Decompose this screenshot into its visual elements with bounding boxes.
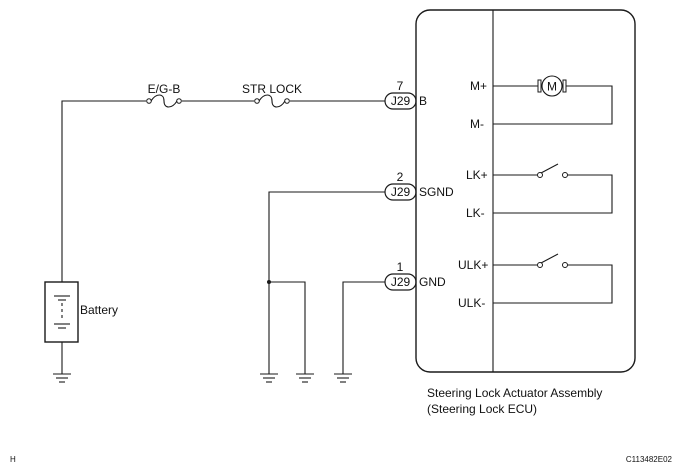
battery: Battery	[44, 281, 118, 374]
pin-number-1: 1	[397, 260, 404, 274]
terminal-m-plus: M+	[470, 79, 487, 93]
footer-left: H	[10, 455, 16, 464]
fuse-egb-label: E/G-B	[148, 82, 181, 96]
switch-icon	[537, 253, 568, 268]
terminal-m-minus: M-	[470, 117, 484, 131]
terminal-lk-plus: LK+	[466, 168, 488, 182]
terminal-b-label: B	[419, 94, 427, 108]
ground-symbol-battery	[53, 373, 71, 383]
fuse-str-lock: STR LOCK	[242, 82, 302, 108]
terminal-ulk-minus: ULK-	[458, 296, 485, 310]
unlock-switch-circuit: ULK+ ULK-	[458, 253, 613, 310]
ground-symbol-gnd	[334, 373, 352, 383]
pin-number-7: 7	[397, 79, 404, 93]
ground-symbol-sgnd-1	[260, 373, 278, 383]
ecu-caption-line2: (Steering Lock ECU)	[427, 402, 537, 416]
terminal-sgnd-label: SGND	[419, 185, 454, 199]
terminal-gnd-label: GND	[419, 275, 446, 289]
ecu-outline	[415, 9, 636, 373]
figure-code: C113482E02	[626, 455, 673, 464]
motor-symbol: M	[547, 80, 557, 94]
fuse-egb: E/G-B	[146, 82, 182, 108]
terminal-lk-minus: LK-	[466, 206, 485, 220]
terminal-ulk-plus: ULK+	[458, 258, 488, 272]
connector-id: J29	[391, 185, 411, 199]
connector-j29-pin-2: 2 J29 SGND	[384, 170, 454, 201]
connector-j29-pin-1: 1 J29 GND	[384, 260, 446, 291]
connector-j29-pin-7: 7 J29 B	[384, 79, 427, 110]
ecu-caption-line1: Steering Lock Actuator Assembly	[427, 386, 602, 400]
gnd-wire	[342, 281, 385, 374]
splice-point	[267, 280, 271, 284]
motor-icon: M	[537, 75, 567, 97]
switch-icon	[537, 163, 568, 178]
connector-id: J29	[391, 94, 411, 108]
connector-id: J29	[391, 275, 411, 289]
lock-switch-circuit: LK+ LK-	[466, 163, 613, 220]
pin-number-2: 2	[397, 170, 404, 184]
sgnd-wire	[268, 191, 385, 374]
ground-symbol-sgnd-2	[296, 373, 314, 383]
fuse-str-lock-label: STR LOCK	[242, 82, 302, 96]
battery-label: Battery	[80, 303, 118, 317]
motor-circuit: M+ M- M	[470, 75, 613, 131]
